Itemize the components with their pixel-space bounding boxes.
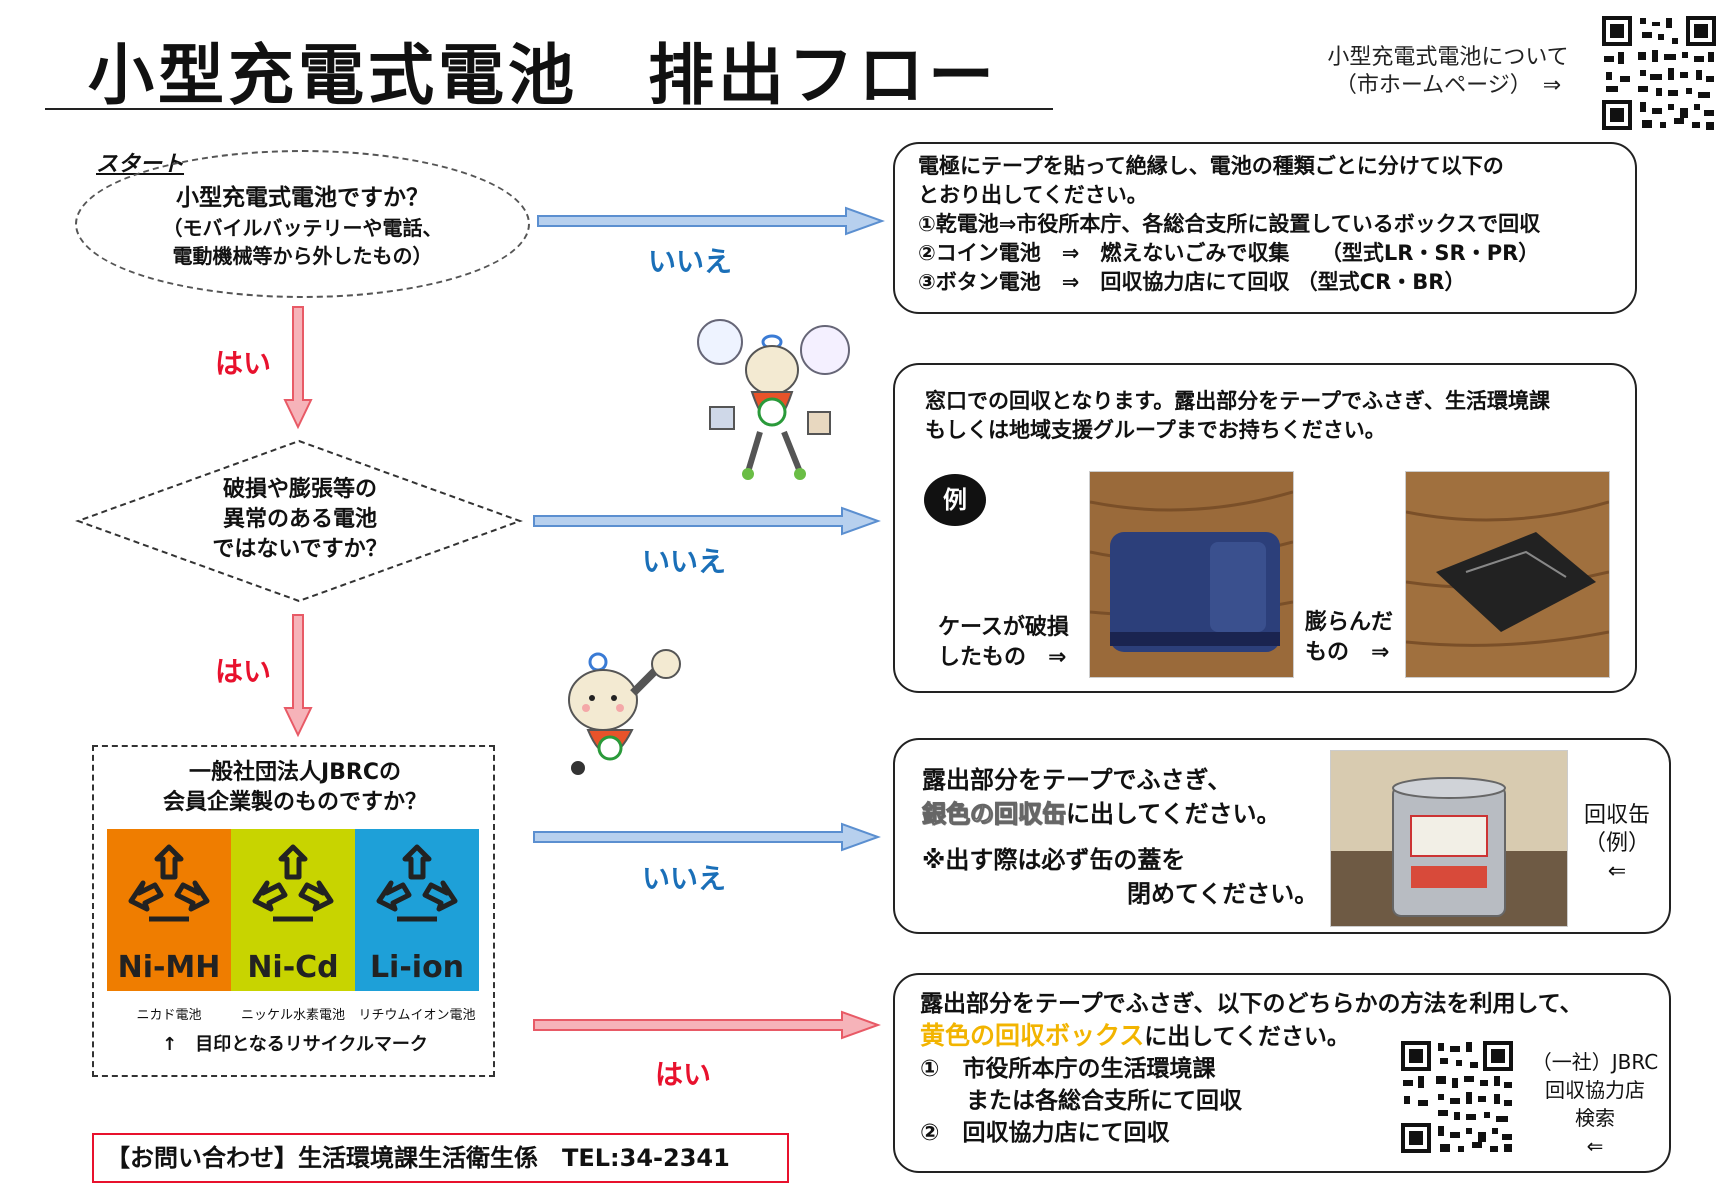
question-3-line2: 会員企業製のものですか？ xyxy=(162,790,427,815)
box3-line1: 露出部分をテープでふさぎ、 xyxy=(922,766,1232,794)
no-label-2: いいえ xyxy=(642,545,727,578)
question-2-line3: ではないですか？ xyxy=(212,537,388,562)
box3-line4: 閉めてください。 xyxy=(1127,880,1319,908)
recycle-mark-ni-mh: Ni-MH xyxy=(107,829,231,991)
mascot-icon xyxy=(697,319,850,480)
example-badge: 例 xyxy=(924,474,986,526)
mascot-icon xyxy=(568,649,681,775)
question-3-box xyxy=(92,745,495,1077)
can-caption-line1: 回収缶 xyxy=(1583,803,1650,828)
silver-can-highlight: 銀色の回収缶 xyxy=(922,800,1067,829)
right-arrow-icon xyxy=(537,206,885,236)
homepage-qr-code-icon[interactable] xyxy=(1598,12,1720,134)
box4-text: 露出部分をテープでふさぎ、以下のどちらかの方法を利用して、 黄色の回収ボックスに… xyxy=(920,988,1583,1149)
right-arrow-icon xyxy=(533,1010,881,1040)
title-underline xyxy=(45,108,1053,110)
box1-text: 電極にテープを貼って絶縁し、電池の種類ごとに分けて以下の とおり出してください。… xyxy=(918,152,1540,297)
box1-line5: ③ボタン電池 ⇒ 回収協力店にて回収 （型式CR・BR） xyxy=(918,270,1466,294)
homepage-caption-line2: （市ホームページ） ⇒ xyxy=(1334,73,1562,98)
question-oval xyxy=(75,150,530,298)
recycle-icon xyxy=(252,844,334,922)
caption-swollen-line1: 膨らんだ xyxy=(1305,610,1394,635)
box1-line3: ①乾電池⇒市役所本庁、各総合支所に設置しているボックスで回収 xyxy=(918,212,1541,236)
recycle-mark-li-ion: Li-ion xyxy=(355,829,479,991)
jbrc-caption-line3: 検索 xyxy=(1575,1106,1615,1130)
no-label-3: いいえ xyxy=(642,862,727,895)
box4-line1: 露出部分をテープでふさぎ、以下のどちらかの方法を利用して、 xyxy=(920,991,1583,1017)
yes-label-1: はい xyxy=(215,347,272,380)
recycle-icon xyxy=(128,844,210,922)
caption-broken-case-line2: したもの ⇒ xyxy=(938,645,1067,670)
can-caption-line3: ⇐ xyxy=(1607,859,1627,884)
question-1: 小型充電式電池ですか？ （モバイルバッテリーや電話、 電動機械等から外したもの） xyxy=(110,182,495,270)
question-3-line1: 一般社団法人JBRCの xyxy=(188,760,402,785)
question-1-line3: 電動機械等から外したもの） xyxy=(172,244,433,268)
recycle-mark-label: ニッケル水素電池 xyxy=(240,1008,345,1023)
jbrc-caption-line2: 回収協力店 xyxy=(1545,1078,1645,1102)
down-arrow-icon xyxy=(283,306,313,430)
box3-line3: ※出す際は必ず缶の蓋を xyxy=(922,846,1186,874)
photo-collection-can xyxy=(1330,750,1568,927)
recycle-mark-ni-cd: Ni-Cd xyxy=(231,829,355,991)
caption-broken-case: ケースが破損 したもの ⇒ xyxy=(938,613,1069,673)
jbrc-qr-code-icon[interactable] xyxy=(1398,1038,1516,1156)
question-3: 一般社団法人JBRCの 会員企業製のものですか？ xyxy=(120,758,470,818)
caption-swollen: 膨らんだ もの ⇒ xyxy=(1305,608,1393,668)
box3-text: 露出部分をテープでふさぎ、 銀色の回収缶に出してください。 ※出す際は必ず缶の蓋… xyxy=(922,763,1319,911)
question-1-line1: 小型充電式電池ですか？ xyxy=(176,185,429,211)
question-2-line2: 異常のある電池 xyxy=(222,507,377,532)
no-label-1: いいえ xyxy=(648,245,733,278)
caption-broken-case-line1: ケースが破損 xyxy=(938,615,1069,640)
yellow-box-highlight: 黄色の回収ボックス xyxy=(920,1021,1145,1050)
box1-line1: 電極にテープを貼って絶縁し、電池の種類ごとに分けて以下の xyxy=(918,154,1504,178)
box3-line2-rest: に出してください。 xyxy=(1066,800,1281,828)
recycle-mark-text: Li-ion xyxy=(369,950,465,985)
jbrc-search-caption: （一社）JBRC 回収協力店 検索 ⇐ xyxy=(1522,1048,1668,1160)
box4-line2-rest: に出してください。 xyxy=(1144,1024,1350,1050)
caption-swollen-line2: もの ⇒ xyxy=(1305,640,1390,665)
homepage-qr-caption: 小型充電式電池について （市ホームページ） ⇒ xyxy=(1300,44,1596,100)
down-arrow-icon xyxy=(283,614,313,738)
box2-line2: もしくは地域支援グループまでお持ちください。 xyxy=(925,418,1386,442)
box4-line5: ② 回収協力店にて回収 xyxy=(920,1120,1170,1146)
jbrc-caption-line4: ⇐ xyxy=(1586,1134,1604,1158)
question-2-line1: 破損や膨張等の xyxy=(222,477,377,502)
page-title: 小型充電式電池 排出フロー xyxy=(88,37,998,114)
box1-line2: とおり出してください。 xyxy=(918,183,1148,207)
right-arrow-icon xyxy=(533,506,881,536)
can-example-caption: 回収缶 （例） ⇐ xyxy=(1568,802,1666,886)
question-diamond xyxy=(75,439,523,603)
question-1-line2: （モバイルバッテリーや電話、 xyxy=(162,216,443,240)
right-arrow-icon xyxy=(533,822,881,852)
box-yellow-box xyxy=(893,973,1671,1173)
box4-line3: ① 市役所本庁の生活環境課 xyxy=(920,1056,1216,1082)
box2-text: 窓口での回収となります。露出部分をテープでふさぎ、生活環境課 もしくは地域支援グ… xyxy=(925,387,1550,445)
photo-broken-battery-case xyxy=(1089,471,1294,678)
yes-label-3: はい xyxy=(655,1058,712,1091)
photo-swollen-battery xyxy=(1405,471,1610,678)
jbrc-caption-line1: （一社）JBRC xyxy=(1531,1050,1659,1074)
can-caption-line2: （例） xyxy=(1583,831,1650,856)
yes-label-2: はい xyxy=(215,655,272,688)
recycle-mark-label: ニカド電池 xyxy=(136,1008,202,1023)
recycle-mark-text: Ni-MH xyxy=(117,950,221,985)
box1-line4: ②コイン電池 ⇒ 燃えないごみで収集 （型式LR・SR・PR） xyxy=(918,241,1540,265)
box2-line1: 窓口での回収となります。露出部分をテープでふさぎ、生活環境課 xyxy=(925,389,1550,413)
question-2: 破損や膨張等の 異常のある電池 ではないですか？ xyxy=(180,475,420,565)
homepage-caption-line1: 小型充電式電池について xyxy=(1327,45,1569,70)
recycle-icon xyxy=(376,844,458,922)
box4-line4: または各総合支所にて回収 xyxy=(920,1088,1242,1114)
recycle-mark-text: Ni-Cd xyxy=(247,950,339,985)
box-instructions-not-rechargeable xyxy=(893,142,1637,314)
contact-info: 【お問い合わせ】生活環境課生活衛生係 TEL:34-2341 xyxy=(92,1133,789,1183)
recycle-mark-note: ↑ 目印となるリサイクルマーク xyxy=(162,1034,428,1055)
recycle-mark-label: リチウムイオン電池 xyxy=(358,1008,476,1023)
